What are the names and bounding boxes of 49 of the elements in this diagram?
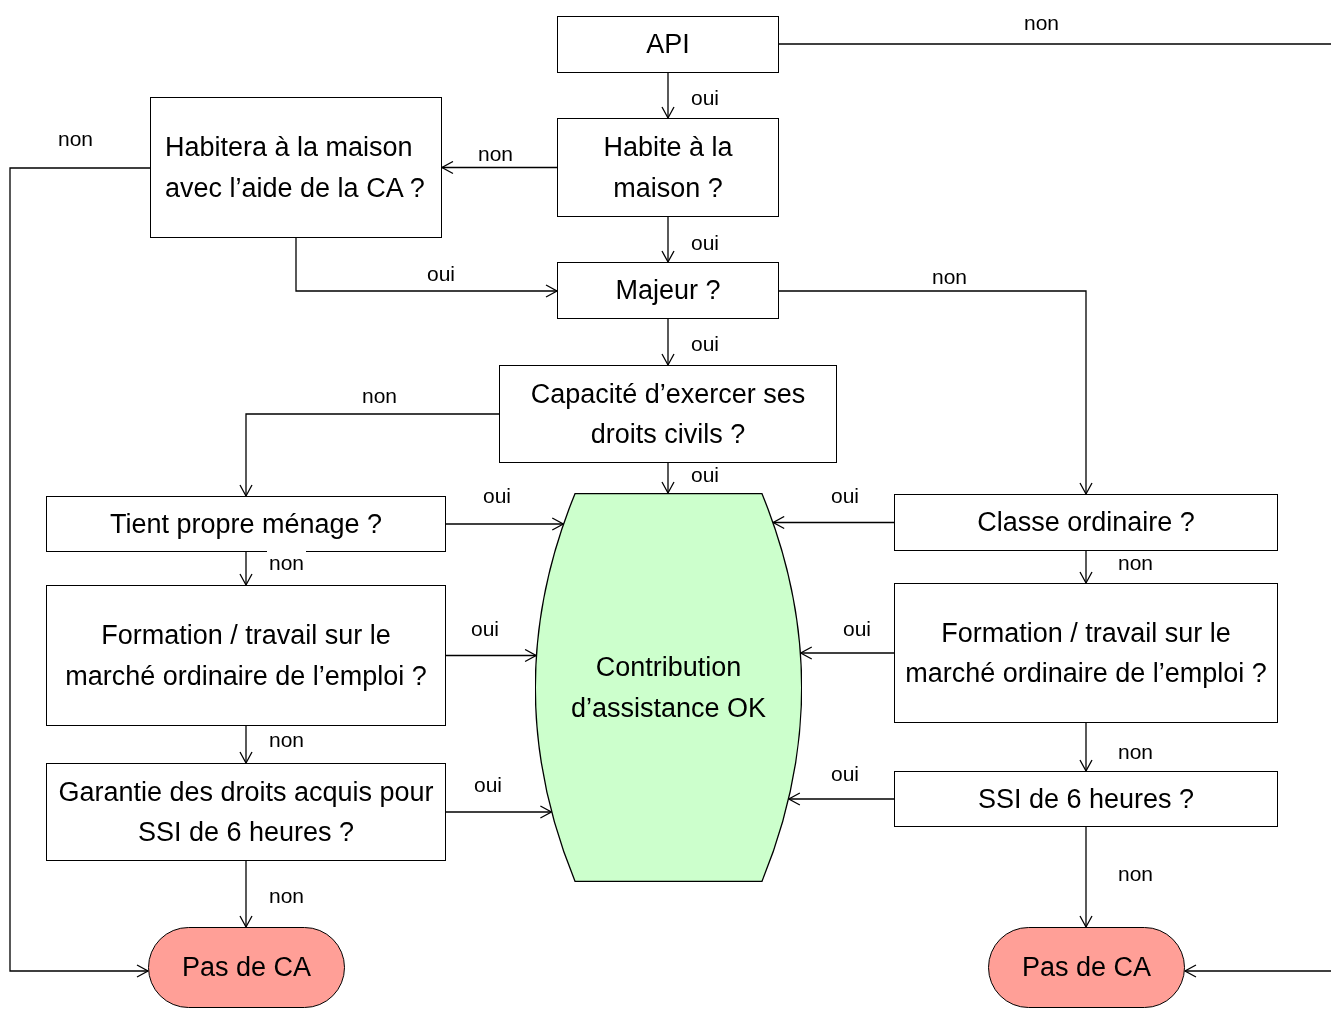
arrow [1079,550,1093,584]
node-text: Capacité d’exercer ses droits civils ? [529,377,807,451]
node-text: API [645,28,691,62]
decision-box [150,97,442,238]
process-box [894,583,1278,723]
arrow [239,413,500,497]
arrow [788,792,895,806]
arrow [661,318,675,366]
node-text: Habite à la maison ? [602,131,734,205]
node-text: Majeur ? [614,274,722,308]
process-box [894,494,1278,551]
process-box [499,365,837,463]
node-text: Formation / travail sur le marché ordinaire de l’emploi ? [64,619,428,693]
arrow [800,646,895,660]
arrow [778,290,1093,495]
arrow [661,462,675,494]
arrow [239,725,253,764]
node-text: Garantie des droits acquis pour SSI de 6 heures ? [57,775,435,849]
arrow [661,216,675,263]
process-box [557,16,779,73]
node-text: Habitera à la maison avec l’aide de la CA ? [164,131,426,205]
arrow [239,860,253,928]
process-box [557,262,779,319]
node-text: Pas de CA [180,951,313,985]
arrow [295,237,558,298]
arrow [1184,964,1331,978]
node-text: Contribution d’assistance OK [569,651,768,725]
connector-line [778,43,1331,45]
arrow [1079,826,1093,928]
node-text: Classe ordinaire ? [976,506,1196,540]
process-box [46,496,446,552]
arrow [445,517,564,531]
process-box [46,763,446,861]
node-text: SSI de 6 heures ? [976,782,1196,816]
node-text: Pas de CA [1020,951,1153,985]
arrow [9,167,151,978]
process-box [557,118,779,217]
arrow [1079,722,1093,772]
arrow [445,648,537,663]
node-text: Formation / travail sur le marché ordinaire de l’emploi ? [904,616,1268,690]
node-text: Tient propre ménage ? [108,507,384,541]
arrow [661,72,675,119]
arrow [239,551,253,586]
process-box [894,771,1278,827]
arrow [441,160,558,175]
terminal-barrel [535,493,802,882]
arrow [445,805,553,819]
process-box [46,585,446,726]
arrow [772,515,895,530]
